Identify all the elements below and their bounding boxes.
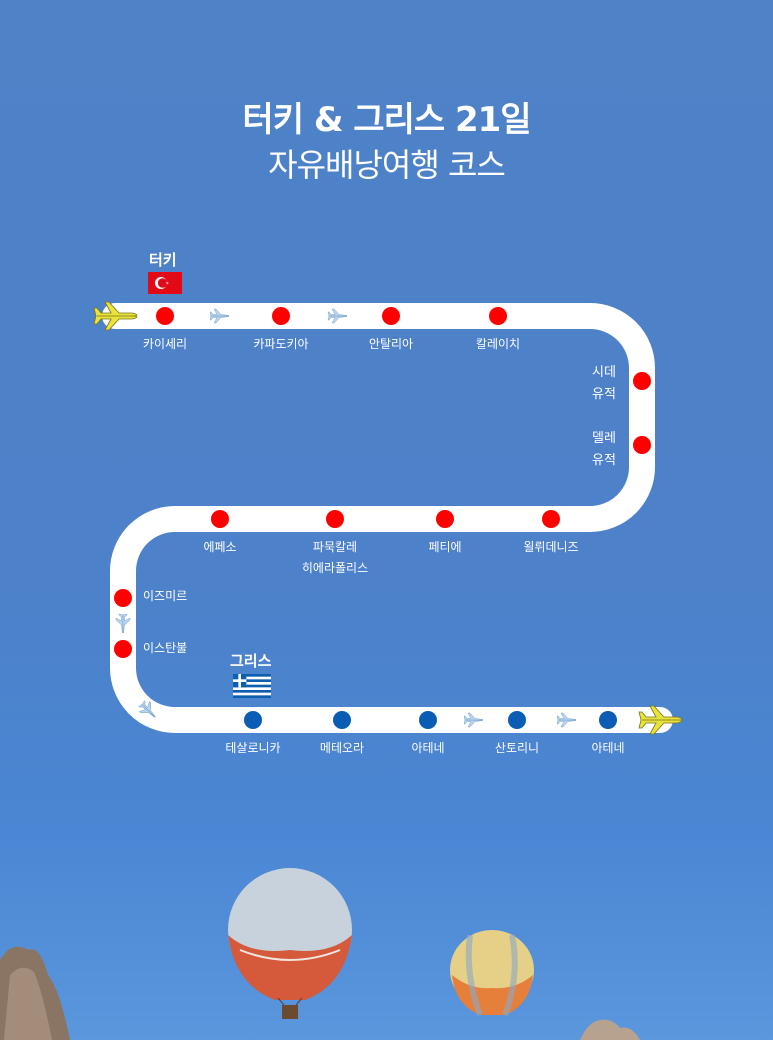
stop-dot-athens [419,711,437,729]
stop-dot-kayseri [156,307,174,325]
small-plane-icon [463,712,484,728]
greece-flag-icon [233,674,271,698]
small-plane-icon [556,712,577,728]
balloon-large [228,868,352,1019]
stop-dot-cappadocia [272,307,290,325]
page-title: 터키 & 그리스 21일 [242,100,531,140]
stop-dot-meteora [333,711,351,729]
stop-label: 아테네 [411,741,445,755]
stop-dot-pamukkale [326,510,344,528]
small-plane-icon [138,700,156,718]
route-line [102,303,673,733]
stop-dot-dele [633,436,651,454]
stop-dot-istanbul [114,640,132,658]
stop-dot-side [633,372,651,390]
stop-dot-ephesus [211,510,229,528]
country-label-turkey: 터키 [149,251,177,269]
stop-label: 델레 유적 [592,431,616,468]
stop-label: 이즈미르 [143,589,188,603]
small-plane-icon [327,308,348,324]
stop-label: 시데 유적 [592,365,616,402]
stop-dot-fethiye [436,510,454,528]
stop-dot-athens-final [599,711,617,729]
plane-start-icon [93,301,138,331]
stop-label: 이스탄불 [143,641,188,655]
country-label-greece: 그리스 [230,652,272,670]
stop-dot-thessaloniki [244,711,262,729]
page-subtitle: 자유배낭여행 코스 [268,146,506,184]
stop-dot-oludeniz [542,510,560,528]
stop-label: 산토리니 [494,741,540,755]
stop-label: 메테오라 [319,741,365,755]
stop-dot-izmir [114,589,132,607]
stop-label: 카파도키아 [253,337,309,351]
stop-label: 파묵칼레 [312,540,358,554]
stop-label: 페티에 [428,540,462,554]
small-plane-icon [209,308,230,324]
rock-right [580,1019,640,1040]
small-plane-icon [115,613,131,634]
stop-label: 테살로니카 [225,741,281,755]
plane-end-icon [638,705,683,735]
stop-label: 욀뤼데니즈 [523,540,579,554]
rock-left [0,946,70,1040]
stop-label: 안탈리아 [368,337,414,351]
stop-dot-kaleici [489,307,507,325]
stop-label: 아테네 [591,741,625,755]
stop-label: 에페소 [203,540,237,554]
stop-label: 카이세리 [142,337,188,351]
stop-dot-antalya [382,307,400,325]
stop-label: 히에라폴리스 [301,561,369,575]
stop-label: 칼레이치 [475,337,521,351]
stop-dot-santorini [508,711,526,729]
turkey-flag-icon [148,272,182,294]
balloon-small [450,930,534,1017]
